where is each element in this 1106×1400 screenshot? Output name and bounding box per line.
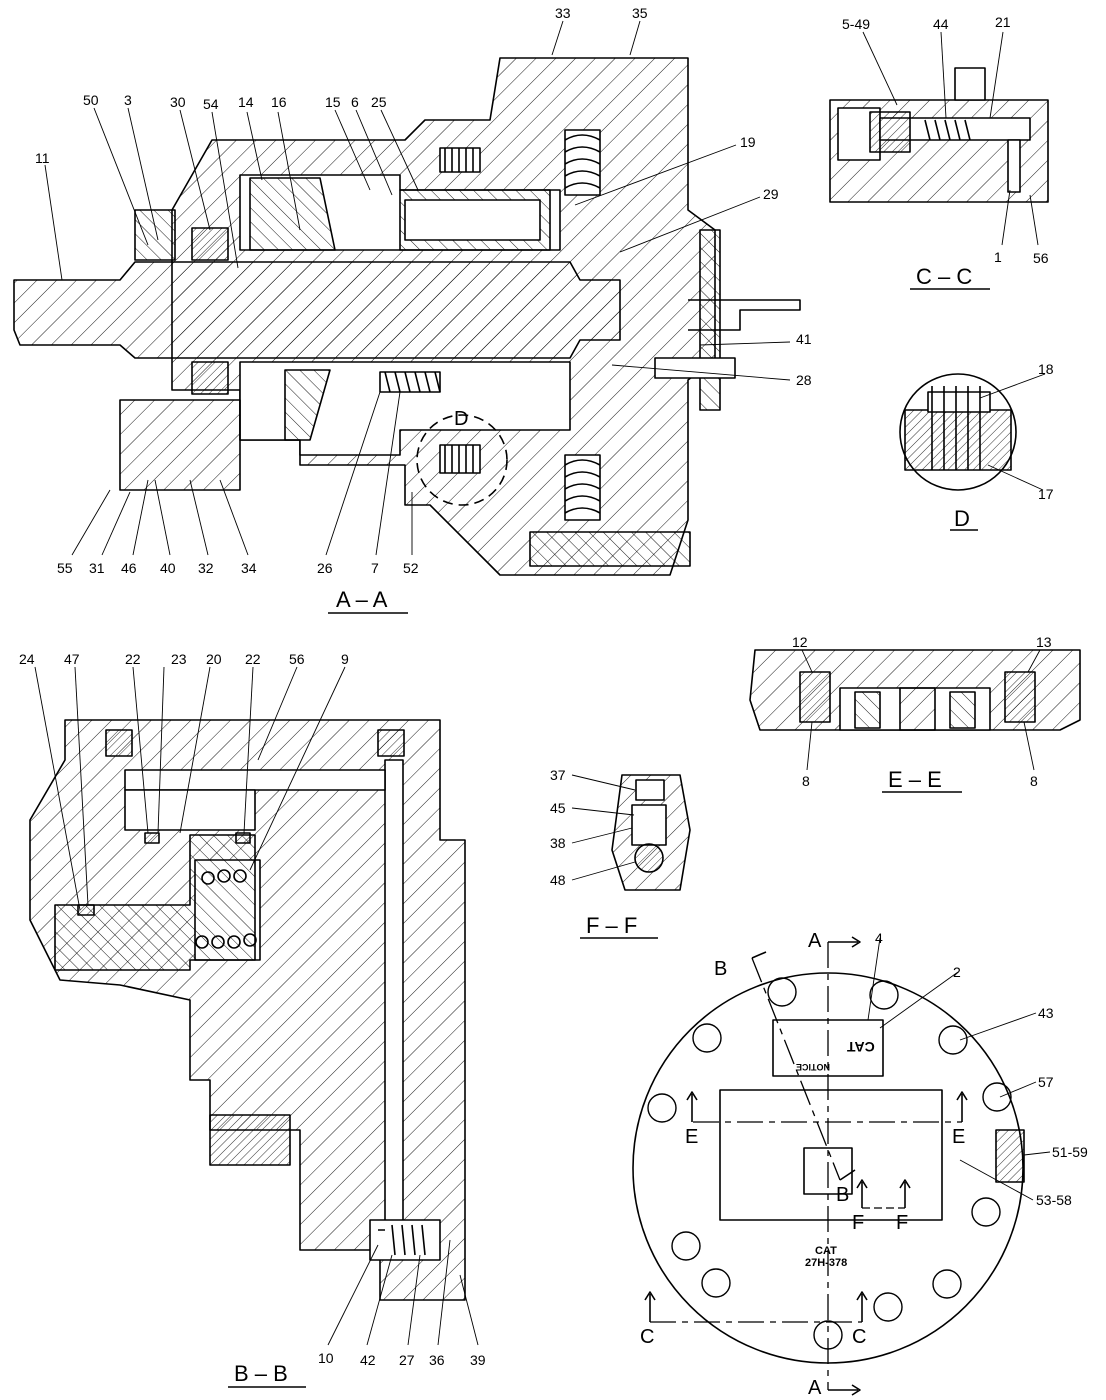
section-a-a	[13, 57, 801, 576]
callout-56a: 56	[1033, 250, 1049, 266]
callout-47: 47	[64, 651, 80, 667]
mark-f-right: F	[896, 1212, 909, 1234]
callout-45: 45	[550, 800, 566, 816]
section-c-c	[829, 67, 1049, 203]
mark-c-right: C	[852, 1326, 867, 1348]
callout-7: 7	[371, 560, 379, 576]
nameplate-brand: CAT	[847, 1039, 875, 1055]
callout-25: 25	[371, 94, 387, 110]
callout-22b: 22	[245, 651, 261, 667]
mark-b-top: B	[714, 958, 728, 980]
callout-37: 37	[550, 767, 566, 783]
section-e-e	[749, 649, 1081, 731]
callout-50: 50	[83, 92, 99, 108]
callout-19: 19	[740, 134, 756, 150]
callout-43: 43	[1038, 1005, 1054, 1021]
view-title-ee: E – E	[888, 767, 942, 792]
callout-36: 36	[429, 1352, 445, 1368]
callout-15: 15	[325, 94, 341, 110]
callout-28: 28	[796, 372, 812, 388]
callout-54: 54	[203, 96, 219, 112]
callout-26: 26	[317, 560, 333, 576]
callout-3: 3	[124, 92, 132, 108]
callout-51-59: 51-59	[1052, 1144, 1088, 1160]
view-title-ff: F – F	[586, 913, 638, 938]
mark-a-bottom: A	[808, 1377, 822, 1399]
section-b-b	[29, 719, 466, 1301]
detail-d	[899, 373, 1017, 491]
motor-plan-view	[632, 936, 1025, 1396]
callout-56b: 56	[289, 651, 305, 667]
callout-38: 38	[550, 835, 566, 851]
callout-20: 20	[206, 651, 222, 667]
callout-29: 29	[763, 186, 779, 202]
view-title-bb: B – B	[234, 1361, 288, 1386]
nameplate-notice: NOTICE	[796, 1062, 831, 1072]
callout-8b: 8	[1030, 773, 1038, 789]
callout-14: 14	[238, 94, 254, 110]
callout-33: 33	[555, 5, 571, 21]
callout-8a: 8	[802, 773, 810, 789]
callout-44: 44	[933, 16, 949, 32]
callout-53-58: 53-58	[1036, 1192, 1072, 1208]
callout-5-49: 5-49	[842, 16, 871, 32]
callout-17: 17	[1038, 486, 1054, 502]
callout-2: 2	[953, 964, 961, 980]
callout-24: 24	[19, 651, 35, 667]
mark-a-top: A	[808, 930, 822, 952]
callout-55: 55	[57, 560, 73, 576]
callout-10: 10	[318, 1350, 334, 1366]
view-title-aa: A – A	[336, 587, 388, 612]
callout-6: 6	[351, 94, 359, 110]
callout-48: 48	[550, 872, 566, 888]
callout-27: 27	[399, 1352, 415, 1368]
callout-32: 32	[198, 560, 214, 576]
casting-part-number: 27H-378	[805, 1257, 848, 1269]
callout-21: 21	[995, 14, 1011, 30]
view-title-cc: C – C	[916, 264, 973, 289]
mark-c-left: C	[640, 1326, 655, 1348]
callout-16: 16	[271, 94, 287, 110]
callout-39: 39	[470, 1352, 486, 1368]
callout-42: 42	[360, 1352, 376, 1368]
mark-b-mid: B	[836, 1184, 850, 1206]
callout-23: 23	[171, 651, 187, 667]
section-f-f	[611, 774, 691, 891]
callout-34: 34	[241, 560, 257, 576]
callout-22a: 22	[125, 651, 141, 667]
callout-52: 52	[403, 560, 419, 576]
mark-e-right: E	[952, 1126, 966, 1148]
callout-40: 40	[160, 560, 176, 576]
callout-1: 1	[994, 249, 1002, 265]
callout-35: 35	[632, 5, 648, 21]
view-title-d: D	[954, 506, 970, 531]
callout-13: 13	[1036, 634, 1052, 650]
callout-18: 18	[1038, 361, 1054, 377]
callout-12: 12	[792, 634, 808, 650]
callout-30: 30	[170, 94, 186, 110]
title-underlines	[228, 288, 990, 1388]
callout-4: 4	[875, 930, 883, 946]
callout-11: 11	[35, 150, 50, 166]
callout-57: 57	[1038, 1074, 1054, 1090]
mark-e-left: E	[685, 1126, 699, 1148]
mark-d-detail: D	[454, 408, 469, 430]
callout-31: 31	[89, 560, 105, 576]
callout-46: 46	[121, 560, 137, 576]
casting-brand: CAT	[815, 1245, 837, 1257]
mark-f-left: F	[852, 1212, 865, 1234]
callout-9: 9	[341, 651, 349, 667]
callout-41: 41	[796, 331, 812, 347]
leader-lines	[34, 20, 1051, 1346]
